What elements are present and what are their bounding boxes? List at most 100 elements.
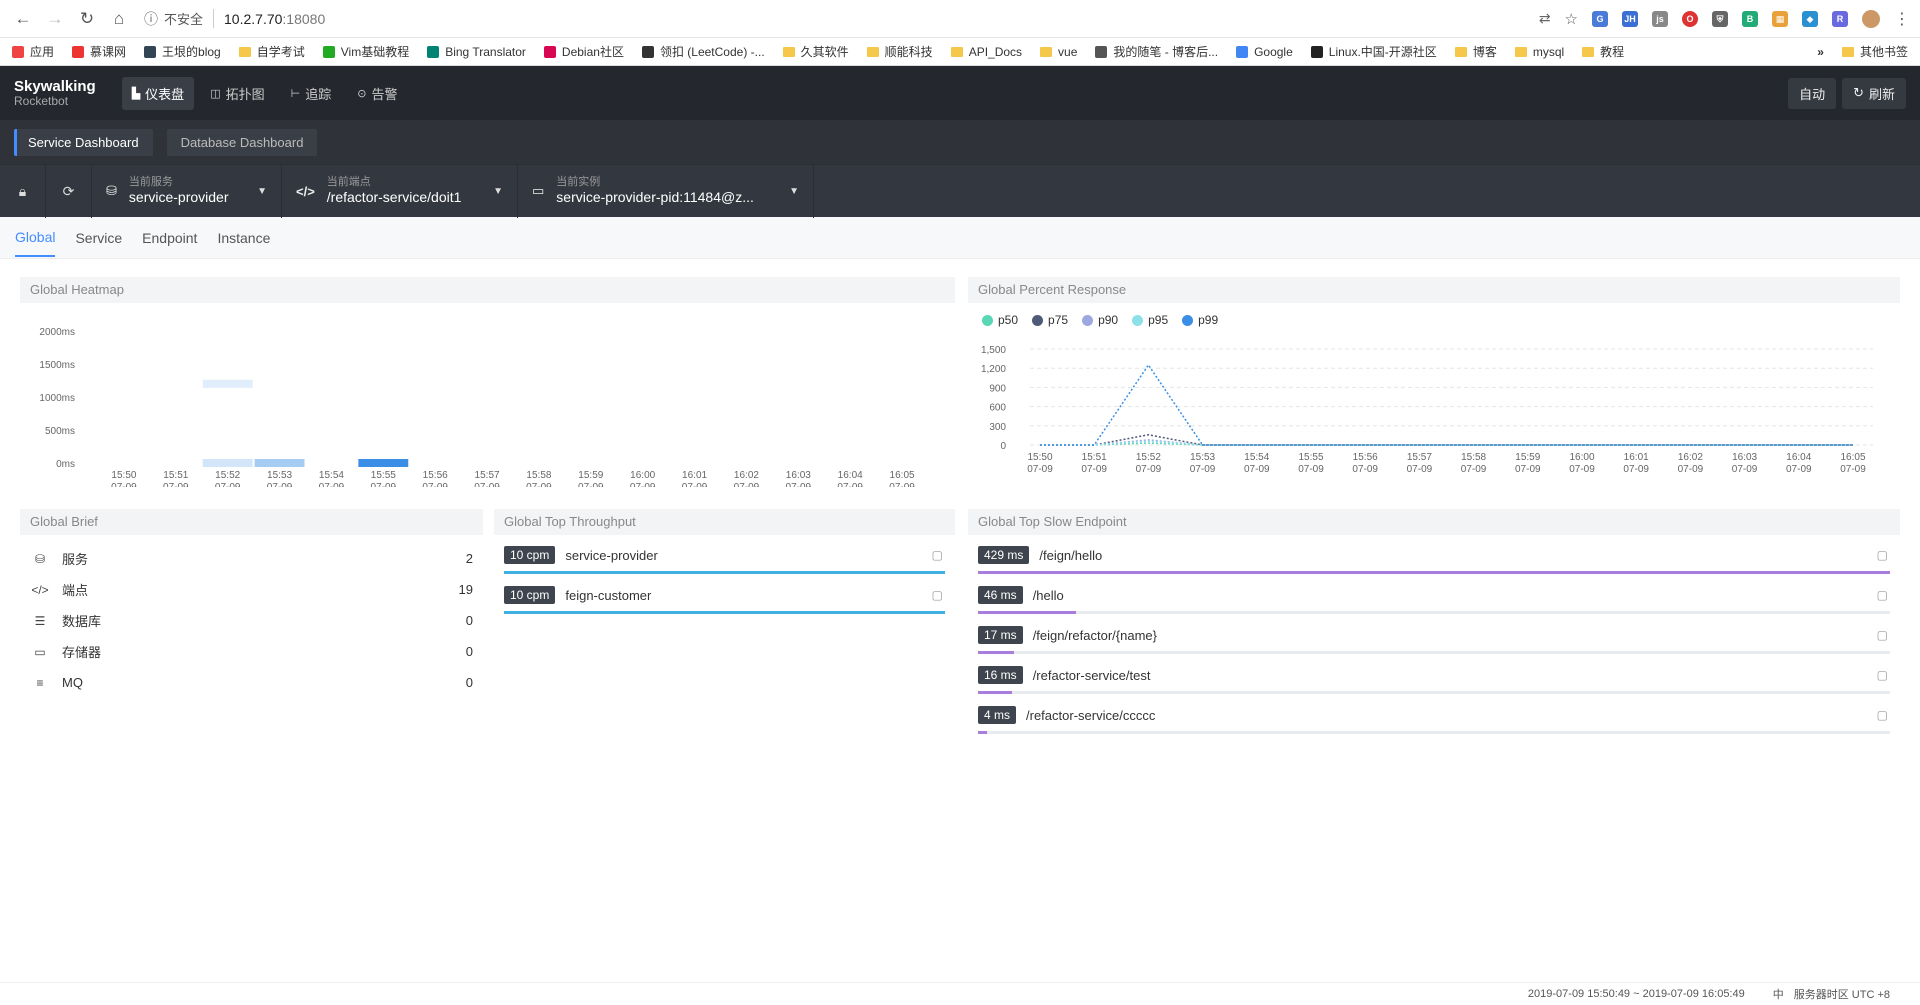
bookmark-item[interactable]: 自学考试 bbox=[238, 43, 305, 60]
extension-icon[interactable]: G bbox=[1592, 10, 1608, 27]
nav-item-dashboard[interactable]: ▙仪表盘 bbox=[121, 76, 195, 110]
more-bookmarks-icon[interactable]: » bbox=[1817, 44, 1824, 59]
clipboard-icon[interactable]: ▢ bbox=[931, 548, 943, 562]
url-text[interactable]: 10.2.7.70:18080 bbox=[224, 10, 326, 27]
x-tick-label: 16:03 bbox=[1732, 452, 1757, 463]
clipboard-icon[interactable]: ▢ bbox=[1876, 708, 1888, 722]
chart-legend: p50 p75 p90 p95 p99 bbox=[968, 303, 1900, 337]
bookmark-item[interactable]: Vim基础教程 bbox=[322, 43, 409, 60]
avatar[interactable] bbox=[1862, 9, 1880, 28]
bookmark-item[interactable]: 教程 bbox=[1582, 43, 1624, 60]
bookmark-item[interactable]: 应用 bbox=[12, 43, 54, 60]
nav-item-topology[interactable]: ◫拓扑图 bbox=[210, 86, 265, 102]
x-tick-label: 15:57 bbox=[475, 470, 500, 481]
time-range[interactable]: 2019-07-09 15:50:49 ~ 2019-07-09 16:05:4… bbox=[1527, 988, 1745, 1000]
extension-icon[interactable]: ▦ bbox=[1772, 10, 1788, 27]
clipboard-icon[interactable]: ▢ bbox=[1876, 668, 1888, 682]
list-item[interactable]: 16 ms/refactor-service/test▢ bbox=[968, 659, 1900, 699]
bookmarks-bar: 应用 慕课网 王垠的blog 自学考试 Vim基础教程 Bing Translator De… bbox=[0, 38, 1920, 66]
app-header: Skywalking Rocketbot ▙仪表盘 ◫拓扑图 ⊢追踪 ⊙告警 自动 ↻… bbox=[0, 66, 1920, 120]
bookmark-item[interactable]: 博客 bbox=[1454, 43, 1497, 60]
progress-bar bbox=[504, 611, 945, 614]
forward-icon[interactable]: → bbox=[46, 8, 64, 28]
bookmark-item[interactable]: Bing Translator bbox=[427, 45, 526, 59]
extension-icon[interactable]: B bbox=[1742, 10, 1758, 27]
extension-icon[interactable]: O bbox=[1682, 10, 1698, 27]
translate-icon[interactable]: ⇄ bbox=[1538, 10, 1551, 26]
bookmark-item[interactable]: 久其软件 bbox=[782, 43, 849, 60]
list-item[interactable]: 4 ms/refactor-service/ccccc▢ bbox=[968, 699, 1900, 739]
menu-icon[interactable]: ⋮ bbox=[1894, 10, 1910, 28]
bookmark-item[interactable]: Linux.中国-开源社区 bbox=[1310, 43, 1437, 60]
x-tick-label: 15:54 bbox=[1244, 452, 1269, 463]
extension-icon[interactable]: R bbox=[1832, 10, 1848, 27]
bookmark-item[interactable]: 王垠的blog bbox=[144, 43, 221, 60]
bookmark-item[interactable]: vue bbox=[1040, 45, 1077, 59]
x-tick-label: 16:00 bbox=[1569, 452, 1594, 463]
endpoint-selector[interactable]: </> 当前端点/refactor-service/doit1 ▼ bbox=[282, 164, 518, 218]
extension-icon[interactable]: JH bbox=[1622, 10, 1638, 27]
info-icon[interactable]: ⓘ bbox=[144, 10, 158, 27]
x-tick-label: 15:50 bbox=[111, 470, 136, 481]
extension-icon[interactable]: ◆ bbox=[1802, 10, 1818, 27]
sync-icon[interactable]: ⟳ bbox=[46, 164, 92, 218]
star-icon[interactable]: ☆ bbox=[1564, 10, 1578, 28]
list-item[interactable]: 429 ms/feign/hello▢ bbox=[968, 539, 1900, 579]
bookmark-item[interactable]: 领扣 (LeetCode) -... bbox=[641, 43, 765, 60]
other-bookmarks[interactable]: 其他书签 bbox=[1841, 43, 1908, 60]
top-nav: ▙仪表盘 ◫拓扑图 ⊢追踪 ⊙告警 bbox=[121, 76, 408, 110]
bookmark-item[interactable]: API_Docs bbox=[950, 45, 1022, 59]
tab-instance[interactable]: Instance bbox=[217, 229, 271, 246]
clipboard-icon[interactable]: ▢ bbox=[1876, 628, 1888, 642]
series-line-p99 bbox=[1040, 363, 1853, 446]
tab-service[interactable]: Service bbox=[75, 229, 123, 246]
x-tick-sublabel: 07-09 bbox=[526, 482, 552, 487]
nav-item-trace[interactable]: ⊢追踪 bbox=[290, 86, 332, 102]
panel-title: Global Percent Response bbox=[968, 277, 1900, 303]
bookmark-item[interactable]: Google bbox=[1236, 45, 1293, 59]
list-item[interactable]: 17 ms/feign/refactor/{name}▢ bbox=[968, 619, 1900, 659]
clipboard-icon[interactable]: ▢ bbox=[931, 588, 943, 602]
clipboard-icon[interactable]: ▢ bbox=[1876, 588, 1888, 602]
dashboard-tab[interactable]: Service Dashboard bbox=[14, 128, 153, 156]
percent-response-chart: 03006009001,2001,50015:5007-0915:5107-09… bbox=[981, 345, 1873, 475]
extension-icon[interactable]: js bbox=[1652, 10, 1668, 27]
series-line-p90 bbox=[1040, 439, 1853, 446]
x-tick-sublabel: 07-09 bbox=[837, 482, 863, 487]
legend-item[interactable]: p95 bbox=[1132, 313, 1168, 327]
legend-item[interactable]: p90 bbox=[1082, 313, 1118, 327]
language-toggle[interactable]: 中 bbox=[1772, 989, 1784, 1001]
reload-icon[interactable]: ↻ bbox=[79, 8, 95, 28]
legend-item[interactable]: p99 bbox=[1182, 313, 1218, 327]
metric-badge: 16 ms bbox=[978, 666, 1023, 684]
legend-item[interactable]: p75 bbox=[1032, 313, 1068, 327]
lock-icon[interactable]: 🔒︎ bbox=[0, 164, 46, 218]
dashboard-tab[interactable]: Database Dashboard bbox=[166, 128, 318, 156]
panel-title: Global Top Throughput bbox=[494, 509, 955, 535]
bookmark-item[interactable]: mysql bbox=[1514, 45, 1564, 59]
tab-global[interactable]: Global bbox=[15, 219, 56, 257]
logo: Skywalking Rocketbot bbox=[14, 77, 96, 108]
tab-endpoint[interactable]: Endpoint bbox=[142, 229, 198, 246]
bookmark-item[interactable]: 慕课网 bbox=[72, 43, 126, 60]
address-bar[interactable]: ⓘ 不安全 10.2.7.70:18080 bbox=[144, 5, 1444, 33]
refresh-button[interactable]: ↻刷新 bbox=[1842, 77, 1906, 109]
home-icon[interactable]: ⌂ bbox=[113, 8, 125, 28]
bookmark-item[interactable]: 我的随笔 - 博客后... bbox=[1095, 43, 1218, 60]
list-item[interactable]: 46 ms/hello▢ bbox=[968, 579, 1900, 619]
service-icon: ⛁ bbox=[34, 551, 46, 566]
legend-item[interactable]: p50 bbox=[982, 313, 1018, 327]
x-tick-label: 16:02 bbox=[734, 470, 759, 481]
back-icon[interactable]: ← bbox=[14, 8, 32, 28]
extension-icon[interactable]: ⛨ bbox=[1712, 10, 1728, 27]
dashboard-tabs: Service Dashboard Database Dashboard bbox=[0, 120, 1920, 164]
bookmark-item[interactable]: 顺能科技 bbox=[866, 43, 933, 60]
auto-refresh-button[interactable]: 自动 bbox=[1788, 77, 1837, 109]
clipboard-icon[interactable]: ▢ bbox=[1876, 548, 1888, 562]
nav-item-alarm[interactable]: ⊙告警 bbox=[357, 86, 398, 102]
bookmark-item[interactable]: Debian社区 bbox=[543, 43, 624, 60]
